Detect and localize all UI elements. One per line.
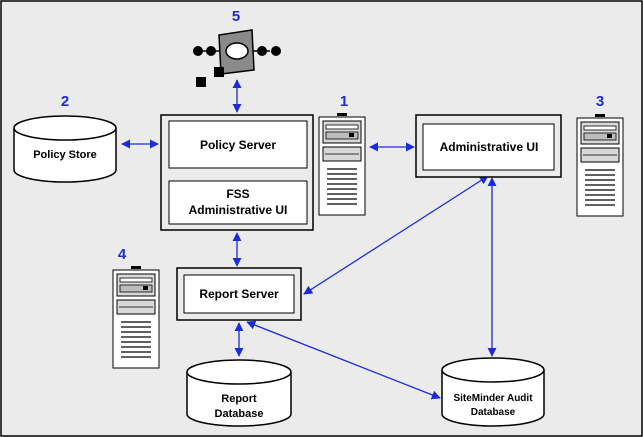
report-database-label-line2: Database [215,408,264,420]
audit-database-cylinder [441,357,545,427]
audit-database-label-line1: SiteMinder Audit [453,393,533,404]
policy-store-label: Policy Store [33,149,97,161]
callout-2: 2 [61,93,69,110]
report-server-box [183,274,295,314]
server-tower-icon [576,113,624,217]
report-server-label: Report Server [199,287,279,301]
arrow-reportserver-auditdb [246,320,441,400]
policy-server-box [168,120,308,169]
policy-server-label: Policy Server [200,138,276,152]
directory-network-icon [193,29,281,87]
connector-arrows [121,79,497,400]
admin-ui-box [422,123,555,171]
server-tower-icon [318,112,366,216]
arrow-adminui-reportserver [303,175,489,295]
server-tower-icon [112,265,160,369]
fss-admin-ui-label-line1: FSS [226,187,249,201]
fss-admin-ui-label-line2: Administrative UI [189,203,288,217]
callout-3: 3 [596,93,604,110]
callout-5: 5 [232,8,240,25]
admin-ui-label: Administrative UI [440,140,539,154]
callout-4: 4 [118,246,127,263]
report-database-cylinder [186,359,292,427]
policy-store-cylinder [13,115,117,183]
callout-1: 1 [340,93,348,110]
audit-database-label-line2: Database [471,407,516,418]
report-database-label-line1: Report [221,393,257,405]
fss-admin-ui-box [168,180,308,225]
